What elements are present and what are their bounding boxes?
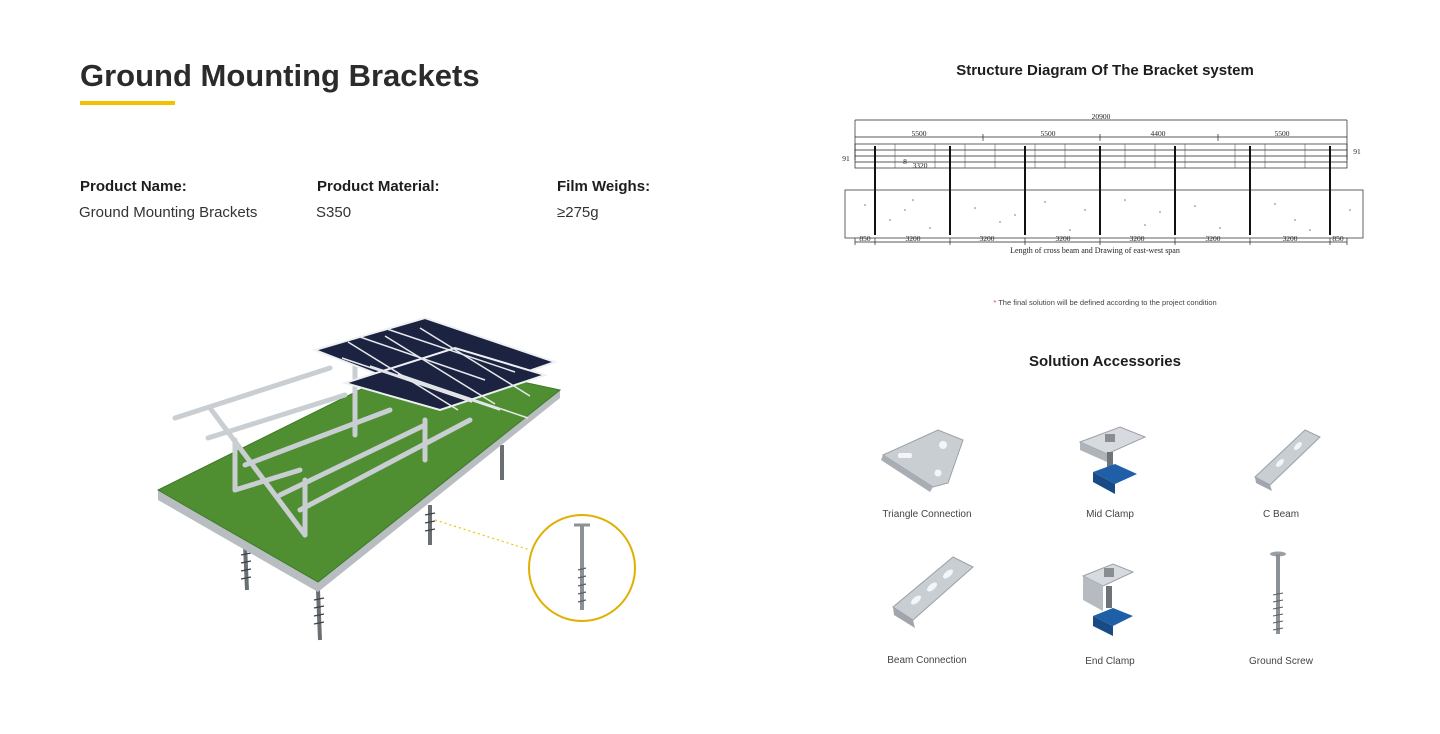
film-weighs-value: ≥275g [557,204,599,221]
title-underline [80,101,175,105]
page-title: Ground Mounting Brackets [80,58,480,93]
dim-right: 91 [1353,147,1361,156]
ground-screw-icon [1270,551,1286,634]
ground-screw-label: Ground Screw [1249,656,1313,667]
solar-panels [311,316,559,419]
dim-span-1: 5500 [912,129,927,138]
product-material-value: S350 [316,204,352,221]
dim-span-2: 5500 [1041,129,1056,138]
bracket-structure-diagram: 20900 5500 5500 4400 5500 91 91 8 3320 8… [842,112,1364,255]
dim-bottom-3: 3200 [980,234,995,243]
diagram-caption: Length of cross beam and Drawing of east… [1010,246,1180,255]
ground-grass [158,360,560,582]
dim-total: 20900 [1092,112,1111,121]
dim-span-3: 4400 [1151,129,1166,138]
beam-connection-icon [892,556,974,628]
c-beam-icon [1254,429,1321,491]
dim-bottom-4: 3200 [1056,234,1071,243]
ground-mount-illustration [156,316,636,641]
mid-clamp-label: Mid Clamp [1086,509,1134,520]
film-weighs-label: Film Weighs: [557,178,651,195]
dim-bottom-8: 850 [1332,234,1344,243]
dim-inner: 8 [903,157,907,166]
c-beam-label: C Beam [1262,509,1300,520]
triangle-connection-label: Triangle Connection [882,509,972,520]
accessories-title: Solution Accessories [1029,353,1181,370]
dim-bottom-2: 3200 [906,234,921,243]
ground-slab-side [158,390,560,592]
ground-screw-zoom [528,514,636,622]
dim-bottom-7: 3200 [1283,234,1298,243]
dim-left: 91 [842,154,850,163]
bracket-frame [172,362,473,538]
dim-span-4: 5500 [1275,129,1290,138]
product-name-label: Product Name: [80,178,187,195]
product-material-label: Product Material: [317,178,440,195]
ground-screws [243,445,504,641]
dim-bottom-5: 3200 [1130,234,1145,243]
mid-clamp-icon [1078,426,1147,494]
dim-inner-2: 3320 [913,161,928,170]
end-clamp-label: End Clamp [1085,656,1135,667]
end-clamp-icon [1081,563,1135,636]
product-name-value: Ground Mounting Brackets [79,204,258,221]
dim-bottom-1: 850 [859,234,871,243]
diagram-title: Structure Diagram Of The Bracket system [956,62,1254,79]
triangle-connection-icon [881,429,964,492]
note-text: The final solution will be defined accor… [998,298,1217,307]
dim-bottom-6: 3200 [1206,234,1221,243]
note-marker: * [993,298,997,307]
diagram-note: * The final solution will be defined acc… [900,298,1310,307]
beam-connection-label: Beam Connection [887,655,967,666]
